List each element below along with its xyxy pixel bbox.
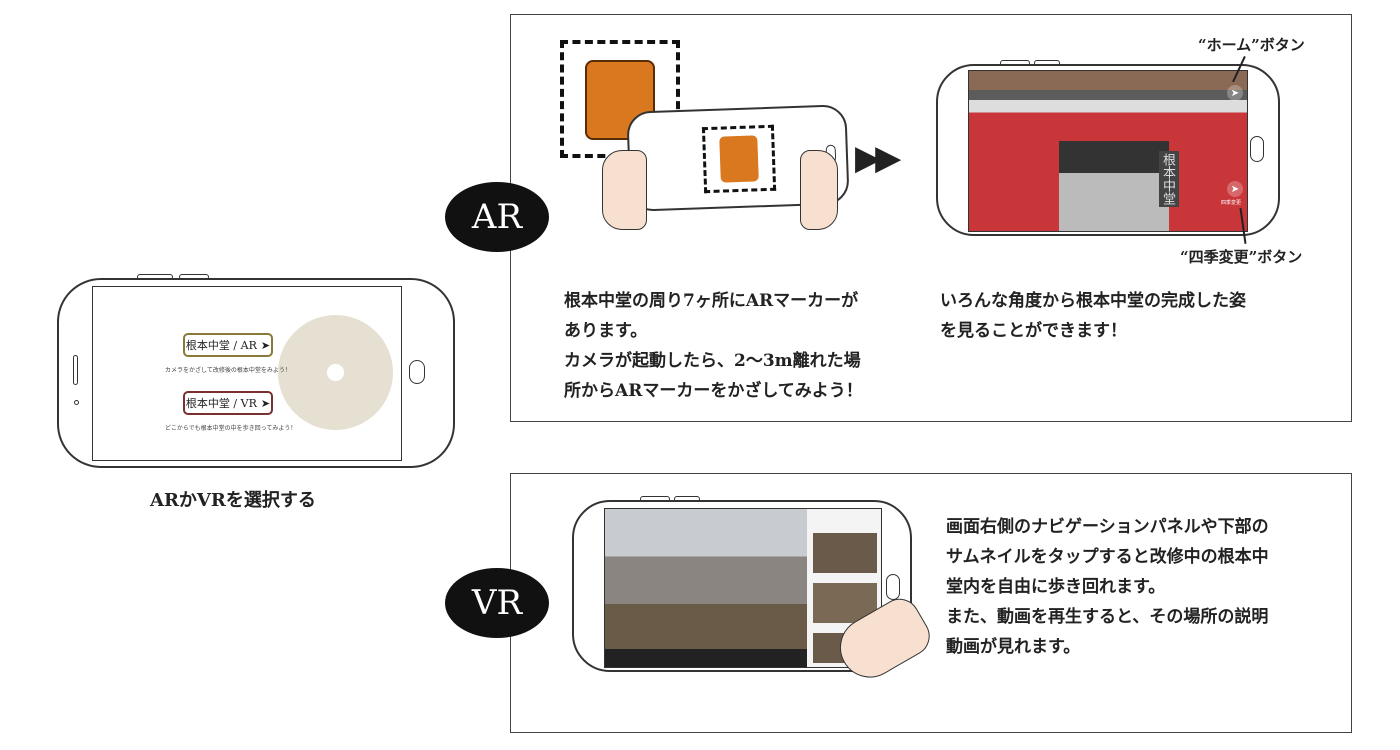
menu-phone: 根本中堂 / AR➤ カメラをかざして改修後の根本中堂をみよう！ 根本中堂 / … [57, 274, 455, 468]
vr-hint: どこからでも根本中堂の中を歩き回ってみよう！ [165, 425, 297, 432]
arrow-icon: ➤ [260, 338, 271, 352]
text-line: 堂内を自由に歩き回れます。 [946, 577, 1166, 597]
thumbnail-strip[interactable] [605, 649, 807, 667]
ar-select-button[interactable]: 根本中堂 / AR➤ [183, 333, 273, 357]
text-line: また、動画を再生すると、その場所の説明 [946, 607, 1269, 627]
vr-select-button[interactable]: 根本中堂 / VR➤ [183, 391, 273, 415]
temple-sign: 根本中堂 [1159, 151, 1179, 207]
season-callout: “四季変更”ボタン [1180, 248, 1303, 266]
season-button-label: 四季変更 [1221, 200, 1242, 206]
home-callout: “ホーム”ボタン [1198, 36, 1305, 54]
ar-description-right: いろんな角度から根本中堂の完成した姿 を見ることができます！ [940, 286, 1246, 346]
chrysanthemum-crest [278, 315, 393, 430]
text-line: 根本中堂の周り7ヶ所にARマーカーが [564, 291, 859, 311]
hand-right [800, 150, 838, 230]
ar-description-left: 根本中堂の周り7ヶ所にARマーカーが あります。 カメラが起動したら、2〜3m離… [564, 286, 863, 406]
text-line: いろんな角度から根本中堂の完成した姿 [940, 291, 1246, 311]
vr-description: 画面右側のナビゲーションパネルや下部の サムネイルをタップすると改修中の根本中 … [946, 512, 1269, 662]
text-line: 動画が見れます。 [946, 637, 1081, 657]
vr-badge: VR [445, 568, 549, 638]
arrow-icon: ➤ [260, 396, 271, 410]
text-line: カメラが起動したら、2〜3m離れた場 [564, 351, 861, 371]
select-caption: ARかVRを選択する [150, 490, 316, 511]
vr-button-label: 根本中堂 / VR [185, 397, 257, 410]
text-line: を見ることができます！ [940, 321, 1127, 341]
ar-badge: AR [445, 182, 549, 252]
season-button[interactable]: ➤ [1227, 181, 1243, 197]
ar-hint: カメラをかざして改修後の根本中堂をみよう！ [165, 367, 291, 374]
ar-button-label: 根本中堂 / AR [185, 339, 257, 352]
text-line: サムネイルをタップすると改修中の根本中 [946, 547, 1269, 567]
hand-left [602, 150, 647, 230]
temple-view: 根本中堂 ➤ ➤ 四季変更 [968, 70, 1248, 232]
text-line: 所からARマーカーをかざしてみよう！ [564, 381, 863, 401]
home-button[interactable]: ➤ [1227, 85, 1243, 101]
text-line: 画面右側のナビゲーションパネルや下部の [946, 517, 1269, 537]
ar-view-phone: 根本中堂 ➤ ➤ 四季変更 [936, 60, 1280, 236]
text-line: あります。 [564, 321, 648, 341]
next-arrows: ▶▶ [855, 138, 901, 178]
